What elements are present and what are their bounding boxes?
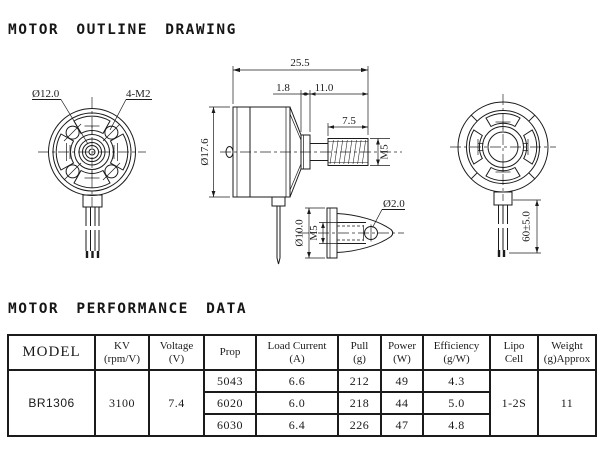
dim-shaft-length: 11.0 (315, 82, 334, 94)
prop-value: 6020 (203, 391, 257, 415)
rear-wires (493, 191, 513, 257)
load-current-value: 6.4 (255, 413, 339, 437)
load-current-value: 6.0 (255, 391, 339, 415)
side-view: 25.5 1.8 11.0 7.5 Ø17.6 (199, 57, 402, 265)
front-vents (55, 115, 129, 189)
rear-view: 60±5.0 (450, 94, 556, 257)
mount-holes (63, 123, 121, 181)
header-voltage: Voltage (V) (148, 334, 205, 371)
efficiency-value: 4.3 (422, 369, 491, 393)
prop-value: 5043 (203, 369, 257, 393)
header-prop: Prop (203, 334, 257, 371)
header-power: Power (W) (380, 334, 424, 371)
prop-value: 6030 (203, 413, 257, 437)
outline-drawing-title: MOTOR OUTLINE DRAWING (8, 22, 237, 38)
header-efficiency: Efficiency (g/W) (422, 334, 491, 371)
prop-adapter-view: Ø2.0 Ø10.0 M5 (294, 198, 405, 259)
header-load-current: Load Current (A) (255, 334, 339, 371)
performance-table: MODEL KV (rpm/V) Voltage (V) Prop Load C… (7, 334, 597, 437)
power-value: 44 (380, 391, 424, 415)
lipo-cell-value: 1-2S (489, 369, 539, 437)
power-value: 49 (380, 369, 424, 393)
efficiency-value: 5.0 (422, 391, 491, 415)
pull-value: 218 (337, 391, 382, 415)
dim-shaft-thread: M5 (379, 144, 391, 160)
rear-vents (468, 112, 538, 182)
efficiency-value: 4.8 (422, 413, 491, 437)
dim-collar-width: 1.8 (276, 82, 290, 94)
header-weight: Weight (g)Approx (537, 334, 597, 371)
front-shaft-hole-label: Ø12.0 (32, 88, 60, 100)
dim-thread-length: 7.5 (342, 115, 356, 127)
dim-flange-diameter: Ø10.0 (294, 219, 306, 247)
performance-data-title: MOTOR PERFORMANCE DATA (8, 301, 248, 317)
motor-outline-drawing: Ø12.0 4-M2 (32, 57, 556, 265)
front-wires (82, 194, 103, 258)
header-kv: KV (rpm/V) (94, 334, 150, 371)
header-model: MODEL (7, 334, 96, 371)
dim-pin-hole: Ø2.0 (383, 198, 405, 210)
pull-value: 212 (337, 369, 382, 393)
front-view: Ø12.0 4-M2 (32, 88, 152, 258)
voltage-value: 7.4 (148, 369, 205, 437)
dim-overall-length: 25.5 (290, 57, 310, 69)
model-value: BR1306 (7, 369, 96, 437)
weight-value: 11 (537, 369, 597, 437)
pull-value: 226 (337, 413, 382, 437)
power-value: 47 (380, 413, 424, 437)
dim-adapter-thread: M5 (308, 225, 320, 241)
kv-value: 3100 (94, 369, 150, 437)
front-mount-holes-label: 4-M2 (126, 88, 150, 100)
header-lipo-cell: Lipo Cell (489, 334, 539, 371)
dim-wire-length: 60±5.0 (521, 211, 533, 242)
header-pull: Pull (g) (337, 334, 382, 371)
load-current-value: 6.6 (255, 369, 339, 393)
dim-body-diameter: Ø17.6 (199, 138, 211, 166)
